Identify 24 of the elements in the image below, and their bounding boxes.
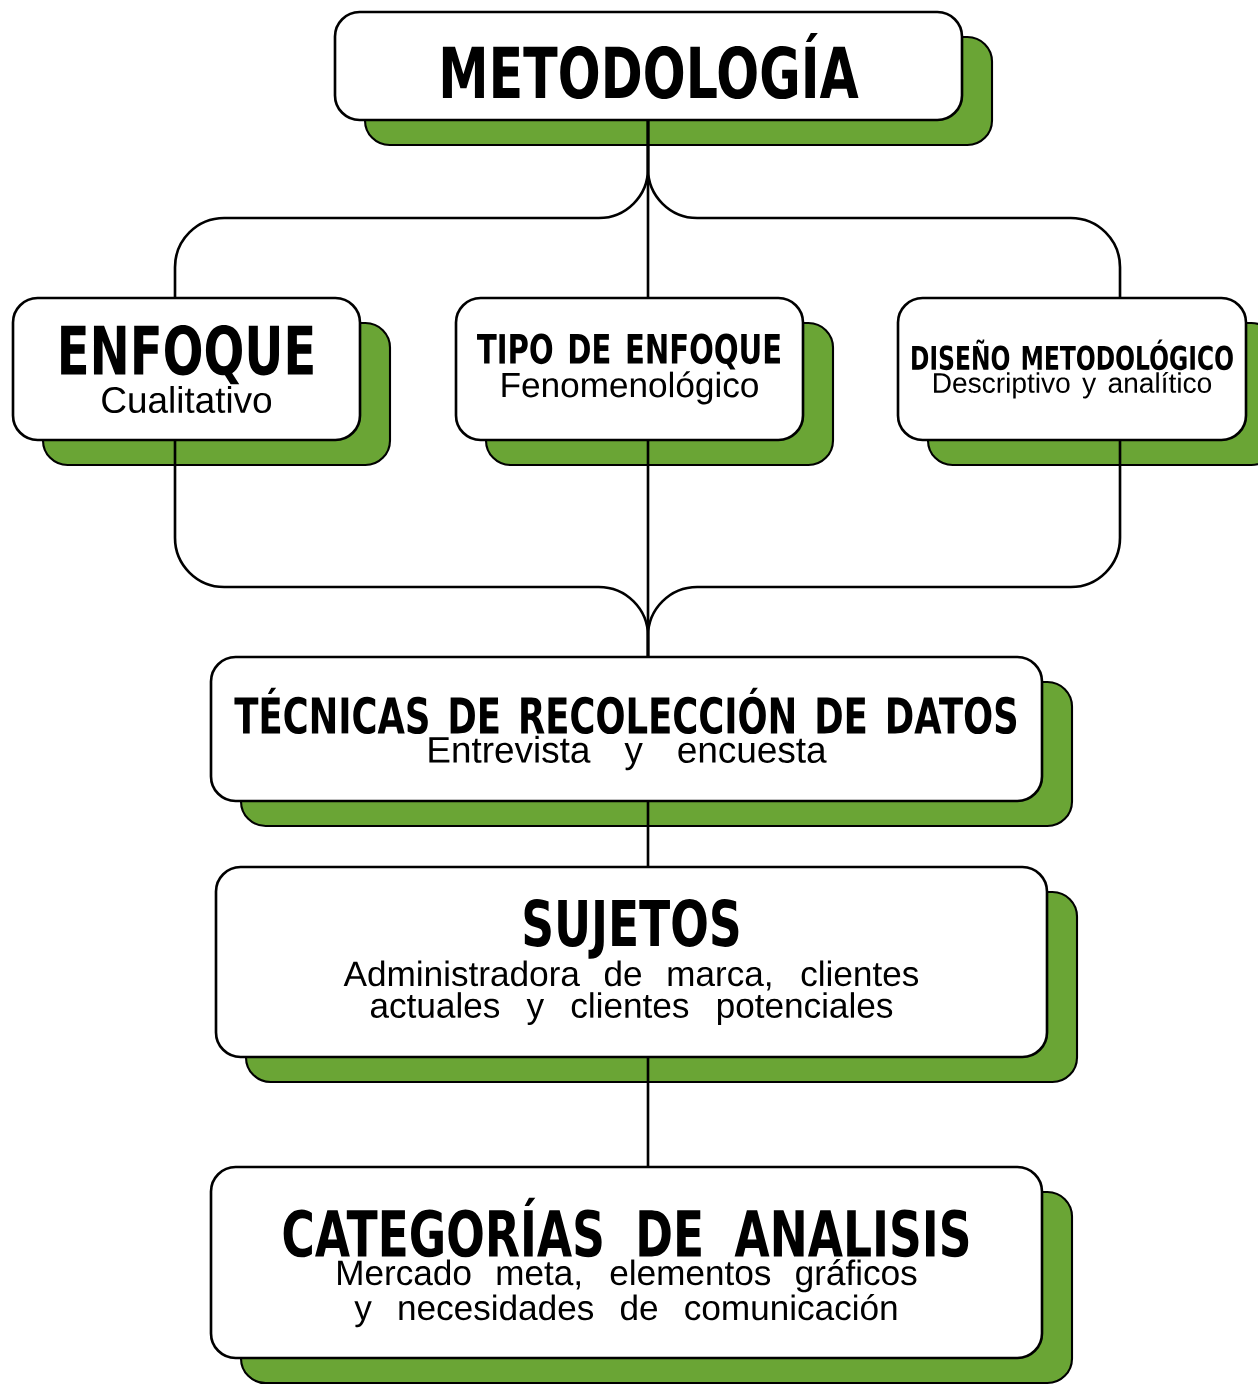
heading: METODOLOGÍA [442, 32, 859, 100]
heading: TIPO DE ENFOQUE [477, 333, 780, 370]
box [209, 655, 1074, 828]
connector-line [646, 120, 1122, 298]
description: Entrevista y encuesta [429, 735, 827, 771]
heading: ENFOQUE [61, 324, 313, 385]
description: Descriptivo y analítico [934, 371, 1212, 399]
connector-line [646, 440, 1122, 657]
box [209, 1165, 1074, 1385]
heading: SUJETOS [524, 899, 739, 959]
description: Mercado meta, elementos gráficos y necesidades de comunicación [338, 1259, 917, 1328]
heading: DISEÑO METODOLÓGICO [912, 339, 1233, 371]
box [333, 10, 994, 147]
connector-line [646, 1057, 650, 1167]
description: Cualitativo [102, 386, 272, 414]
description: Administradora de marca, clientes actuales y clientes potenciales [343, 960, 919, 1025]
box [11, 296, 392, 467]
heading: TÉCNICAS DE RECOLECCIÓN DE DATOS [234, 687, 1017, 735]
connector-line [646, 801, 650, 867]
description: Fenomenológico [502, 371, 758, 405]
box [896, 296, 1258, 467]
box [454, 296, 835, 467]
heading: CATEGORÍAS DE ANALISIS [283, 1197, 969, 1258]
box [214, 865, 1079, 1084]
